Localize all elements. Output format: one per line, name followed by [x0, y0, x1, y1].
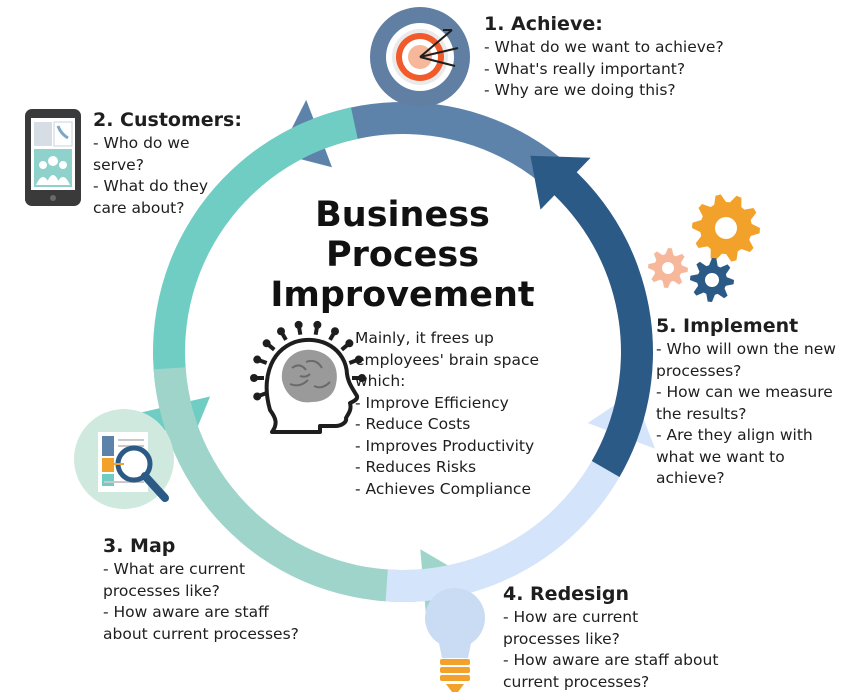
step-line: current processes?: [503, 672, 650, 691]
step-line: the results?: [656, 404, 747, 423]
step-line: - What are current: [103, 560, 246, 578]
brain-ray-dot: [345, 339, 354, 348]
gears-icon: [648, 194, 760, 302]
step-line: achieve?: [656, 469, 725, 487]
document-search-icon: [74, 409, 174, 509]
brain-ray-dot: [313, 320, 322, 329]
gear-medium-hole: [705, 273, 719, 287]
step-customers: 2. Customers: - Who do we serve? - What …: [93, 108, 242, 219]
title-line: Improvement: [270, 275, 535, 315]
step-implement: 5. Implement - Who will own the new proc…: [656, 314, 836, 490]
brain-ray-dot: [262, 339, 271, 348]
step-line: - Who will own the new: [656, 340, 836, 358]
step-line: - Why are we doing this?: [484, 81, 676, 99]
step-line: - How aware are staff: [103, 603, 269, 621]
cycle-arrows: [139, 99, 656, 621]
step-line: - What's really important?: [484, 59, 686, 78]
intro-line: which:: [355, 372, 406, 390]
step-line: - Who do we: [93, 134, 190, 152]
center-description: Mainly, it frees up employees' brain spa…: [355, 328, 539, 500]
step-line: processes?: [656, 361, 742, 380]
step-line: - How can we measure: [656, 383, 833, 401]
step-title: 1. Achieve:: [484, 13, 603, 35]
lightbulb-icon: [425, 588, 485, 692]
step-line: what we want to: [656, 447, 785, 466]
step-line: - How aware are staff about: [503, 651, 719, 669]
brain-ray-dot: [331, 327, 339, 336]
step-line: - Are they align with: [656, 426, 813, 444]
brain-ray-dot: [294, 320, 303, 329]
step-line: - What do they: [93, 177, 209, 195]
step-title: 5. Implement: [656, 315, 799, 337]
step-line: about current processes?: [103, 624, 299, 643]
brain-ray-dot: [354, 355, 363, 364]
step-line: - What do we want to achieve?: [484, 38, 724, 56]
step-map: 3. Map - What are current processes like…: [103, 534, 299, 645]
step-achieve: 1. Achieve: - What do we want to achieve…: [484, 12, 724, 102]
step-title: 2. Customers:: [93, 109, 242, 131]
step-redesign: 4. Redesign - How are current processes …: [503, 582, 718, 693]
intro-line: employees' brain space: [355, 350, 540, 369]
arrow-implement: [530, 155, 653, 478]
benefit-item: - Improve Efficiency: [355, 393, 509, 412]
step-line: - How are current: [503, 608, 639, 626]
diagram-title: Business Process Improvement: [250, 195, 555, 315]
title-line: Process: [325, 235, 480, 275]
gear-small-hole: [662, 262, 674, 274]
step-title: 3. Map: [103, 535, 176, 557]
step-line: processes like?: [503, 629, 620, 648]
benefit-item: - Improves Productivity: [355, 436, 535, 455]
brain-ray-dot: [253, 392, 262, 401]
brain-ray-dot: [277, 327, 285, 336]
title-line: Business: [315, 195, 490, 235]
step-line: serve?: [93, 155, 144, 174]
phone-icon: [25, 109, 81, 206]
brain-ray-dot: [253, 355, 262, 364]
step-line: care about?: [93, 198, 185, 217]
benefit-item: - Reduces Risks: [355, 458, 477, 476]
intro-line: Mainly, it frees up: [355, 329, 494, 347]
brain-ray-dot: [358, 374, 366, 382]
step-line: processes like?: [103, 581, 220, 600]
gear-large-hole: [715, 217, 737, 239]
brain-rays: [250, 320, 366, 401]
brain-ray-dot: [250, 374, 258, 382]
head-brain-icon: [250, 320, 366, 434]
benefit-item: - Achieves Compliance: [355, 479, 531, 498]
target-icon: [370, 7, 470, 107]
benefit-item: - Reduce Costs: [355, 415, 471, 433]
step-title: 4. Redesign: [503, 583, 630, 605]
